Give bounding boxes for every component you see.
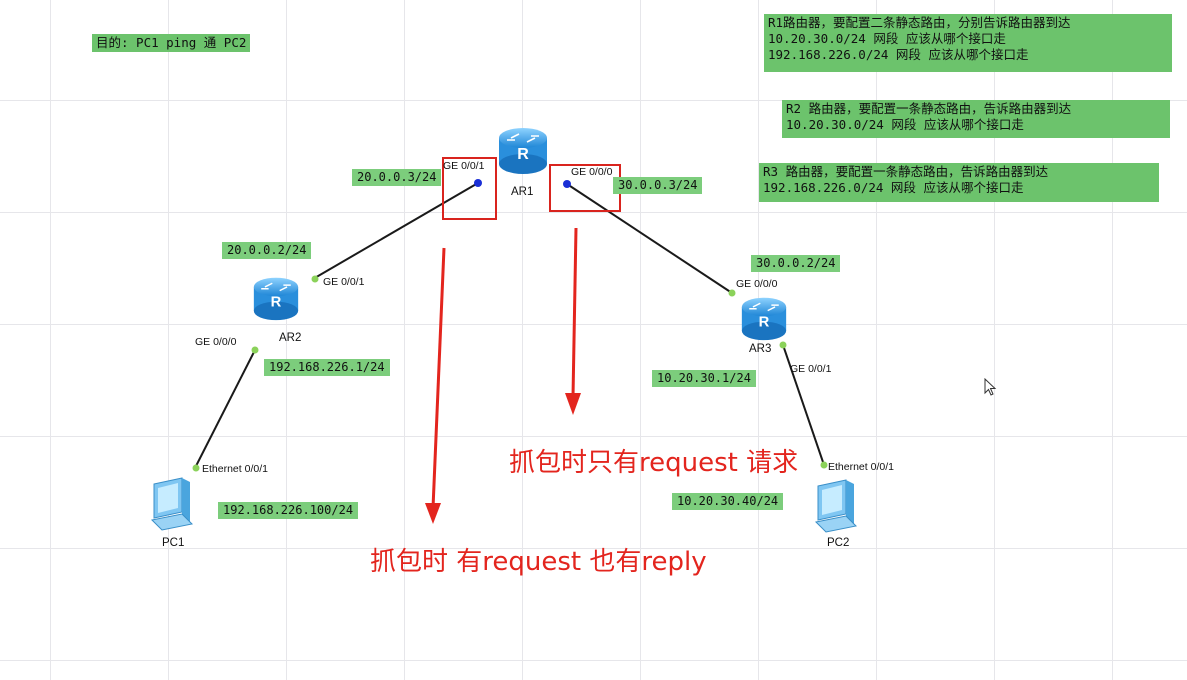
pc1-label: PC1	[162, 537, 185, 549]
port-ar3-down	[779, 341, 787, 349]
ar2-up-iface: GE 0/0/1	[323, 276, 365, 288]
ar1-left-iface: GE 0/0/1	[443, 160, 485, 172]
r3-note-line2: 192.168.226.0/24 网段 应该从哪个接口走	[763, 180, 1024, 195]
r1-note-line1: R1路由器，要配置二条静态路由，分别告诉路由器到达	[768, 15, 1071, 30]
pc1-iface: Ethernet 0/0/1	[202, 463, 268, 475]
r2-note-line2: 10.20.30.0/24 网段 应该从哪个接口走	[786, 117, 1024, 132]
link-ar1-ar2	[312, 182, 479, 280]
left-capture-note: 抓包时 有request 也有reply	[370, 547, 707, 577]
right-capture-note: 抓包时只有request 请求	[509, 448, 799, 478]
ar1-left-capture-box	[442, 157, 497, 220]
ar2-down-ip: 192.168.226.1/24	[264, 359, 390, 376]
pc2-label: PC2	[827, 537, 850, 549]
ar1-label: AR1	[511, 186, 534, 198]
mouse-cursor-icon	[984, 378, 997, 396]
pc1-icon[interactable]	[148, 474, 194, 534]
link-ar1-ar3	[566, 183, 733, 294]
port-ar2-up	[311, 275, 319, 283]
port-ar1-right	[563, 180, 571, 188]
router-ar2-icon[interactable]: R	[250, 274, 302, 322]
ar1-right-ip: 30.0.0.3/24	[613, 177, 703, 194]
svg-text:R: R	[517, 146, 529, 163]
ar3-up-ip: 30.0.0.2/24	[751, 255, 841, 272]
ar1-right-iface: GE 0/0/0	[571, 166, 613, 178]
svg-text:R: R	[759, 314, 770, 330]
port-ar2-down	[251, 346, 259, 354]
ar3-down-iface: GE 0/0/1	[790, 363, 832, 375]
goal-note: 目的: PC1 ping 通 PC2	[92, 34, 251, 52]
r3-note-line1: R3 路由器，要配置一条静态路由，告诉路由器到达	[763, 164, 1049, 179]
ar3-label: AR3	[749, 343, 772, 355]
ar2-up-ip: 20.0.0.2/24	[222, 242, 312, 259]
link-ar2-pc1	[194, 349, 256, 469]
svg-text:R: R	[271, 294, 282, 310]
pc2-iface: Ethernet 0/0/1	[828, 461, 894, 473]
pc2-icon[interactable]	[812, 476, 858, 536]
r2-note-line1: R2 路由器，要配置一条静态路由，告诉路由器到达	[786, 101, 1072, 116]
left-capture-arrow	[425, 247, 446, 524]
r1-note: R1路由器，要配置二条静态路由，分别告诉路由器到达 10.20.30.0/24 …	[764, 14, 1172, 72]
ar2-label: AR2	[279, 332, 302, 344]
ar2-down-iface: GE 0/0/0	[195, 336, 237, 348]
pc2-ip: 10.20.30.40/24	[672, 493, 784, 510]
r2-note: R2 路由器，要配置一条静态路由，告诉路由器到达 10.20.30.0/24 网…	[782, 100, 1170, 138]
ar3-up-iface: GE 0/0/0	[736, 278, 778, 290]
ar1-left-ip: 20.0.0.3/24	[352, 169, 442, 186]
r1-note-line2: 10.20.30.0/24 网段 应该从哪个接口走	[768, 31, 1006, 46]
pc1-ip: 192.168.226.100/24	[218, 502, 359, 519]
port-ar1-left	[474, 179, 482, 187]
port-pc1	[192, 464, 200, 472]
right-capture-arrow	[565, 227, 581, 415]
ar3-down-ip: 10.20.30.1/24	[652, 370, 756, 387]
router-ar1-icon[interactable]: R	[495, 124, 551, 176]
r3-note: R3 路由器，要配置一条静态路由，告诉路由器到达 192.168.226.0/2…	[759, 163, 1159, 202]
port-pc2	[820, 461, 828, 469]
router-ar3-icon[interactable]: R	[738, 294, 790, 342]
port-ar3-up	[728, 289, 736, 297]
r1-note-line3: 192.168.226.0/24 网段 应该从哪个接口走	[768, 47, 1029, 62]
goal-note-text: 目的: PC1 ping 通 PC2	[96, 35, 247, 50]
link-ar3-pc2	[782, 344, 825, 466]
